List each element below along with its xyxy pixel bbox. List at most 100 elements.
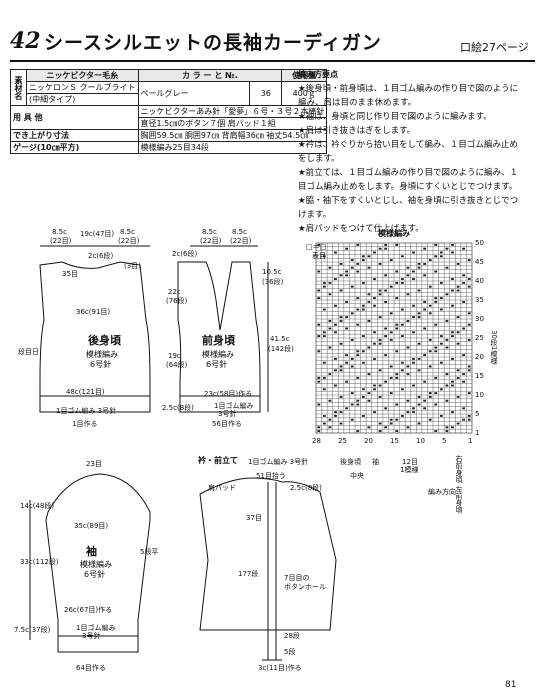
back-top-mid: 19c(47目) (80, 230, 115, 238)
collar-rib: 1目ゴム編み 3号針 (248, 458, 309, 466)
chart-stitch-mark (395, 350, 399, 353)
back-rows: 段目日 (18, 348, 39, 356)
chart-stitch-mark (412, 361, 415, 364)
back-cast: 1目作る (72, 420, 98, 428)
chart-stitch-mark (334, 369, 337, 372)
chart-stitch-mark (322, 308, 326, 311)
chart-stitch-mark (439, 388, 443, 391)
sleeve-width-26: 26c(67目)作る (64, 606, 113, 614)
chart-stitch-mark (412, 411, 415, 414)
chart-stitch-mark (395, 243, 399, 246)
chart-stitch-mark (367, 399, 371, 402)
chart-stitch-mark (434, 270, 438, 273)
chart-stitch-mark (356, 350, 360, 353)
chart-stitch-mark (395, 403, 399, 406)
chart-stitch-mark (423, 300, 427, 303)
collar-height: 2.5c(8段) (290, 484, 322, 492)
chart-stitch-mark (434, 346, 438, 349)
chart-stitch-mark (378, 289, 382, 292)
chart-label-sleeve: 袖 (372, 458, 379, 466)
chart-stitch-mark (389, 312, 393, 315)
chart-label-repeat: 編み方向 (428, 488, 456, 496)
chart-col-label: 25 (338, 437, 347, 445)
chart-stitch-mark (412, 304, 415, 307)
chart-stitch-mark (389, 365, 393, 368)
chart-stitch-mark (417, 422, 421, 425)
chart-stitch-mark (445, 426, 449, 429)
chart-row-label: 5 (475, 410, 480, 418)
chart-stitch-mark (334, 323, 337, 326)
chart-stitch-mark (361, 255, 365, 258)
chart-stitch-mark (361, 259, 365, 262)
front-neck: 2c(6段) (172, 250, 198, 258)
method-item: ★脇・袖下をすくいとじし、袖を身頃に引き抜きとじでつけます。 (298, 196, 519, 220)
chart-stitch-mark (406, 319, 410, 322)
chart-stitch-mark (328, 418, 332, 421)
chart-stitch-mark (467, 418, 471, 421)
chart-label-center: 中央 (350, 472, 364, 480)
chart-stitch-mark (400, 278, 404, 281)
chart-stitch-mark (378, 342, 382, 345)
chart-stitch-mark (373, 278, 376, 281)
chart-stitch-mark (317, 376, 321, 379)
collar-button-holes: 7目目の (284, 574, 310, 582)
chart-stitch-mark (328, 346, 332, 349)
chart-stitch-mark (400, 281, 404, 284)
chart-stitch-mark (423, 407, 427, 410)
chart-stitch-mark (356, 376, 360, 379)
chart-stitch-mark (439, 342, 443, 345)
chart-stitch-mark (339, 365, 343, 368)
chart-stitch-mark (361, 281, 365, 284)
method-title: 編み方要点 (298, 70, 338, 79)
chart-stitch-mark (445, 338, 449, 341)
chart-stitch-mark (339, 395, 343, 398)
front-side1: 10.5c (262, 268, 282, 276)
chart-stitch-mark (406, 426, 410, 429)
chart-stitch-mark (367, 300, 371, 303)
collar-title: 衿・前立て (198, 456, 238, 465)
chart-stitch-mark (462, 300, 466, 303)
chart-stitch-mark (423, 354, 427, 357)
chart-stitch-mark (462, 380, 466, 383)
chart-stitch-mark (317, 403, 321, 406)
chart-stitch-mark (412, 251, 415, 254)
chart-row-label: 15 (475, 372, 484, 380)
chart-stitch-mark (339, 342, 343, 345)
back-rib: 1目ゴム編み 3号針 (56, 407, 117, 415)
chart-stitch-mark (395, 270, 399, 273)
chart-stitch-mark (395, 373, 399, 376)
chart-stitch-mark (434, 255, 438, 258)
chart-stitch-mark (339, 316, 343, 319)
chart-stitch-mark (373, 411, 376, 414)
chart-stitch-mark (339, 422, 343, 425)
chart-stitch-mark (412, 357, 415, 360)
chart-stitch-mark (428, 285, 432, 288)
chart-stitch-mark (445, 346, 449, 349)
chart-stitch-mark (434, 392, 438, 395)
chart-stitch-mark (423, 274, 427, 277)
chart-stitch-mark (384, 300, 388, 303)
chart-stitch-mark (317, 426, 321, 429)
chart-stitch-mark (428, 418, 432, 421)
sleeve-rib-needle: 3号針 (82, 632, 101, 640)
chart-label-back: 後身頃 (340, 458, 361, 466)
chart-stitch-mark (439, 361, 443, 364)
method-item: ★衿は、衿ぐりから拾い目をして編み、１目ゴム編み止めをします。 (298, 140, 518, 164)
front-needle: 6号針 (206, 360, 228, 369)
chart-stitch-mark (361, 350, 365, 353)
chart-stitch-mark (445, 373, 449, 376)
chart-stitch-mark (317, 380, 321, 383)
chart-stitch-mark (322, 376, 326, 379)
back-armhole: 35目 (62, 270, 78, 278)
chart-stitch-mark (467, 278, 471, 281)
front-body-outline (177, 261, 261, 413)
sleeve-inc: 5段平 (140, 548, 159, 556)
chart-stitch-mark (451, 335, 454, 338)
chart-stitch-mark (367, 373, 371, 376)
chart-stitch-mark (428, 312, 432, 315)
chart-legend-2: 表目 (312, 252, 326, 260)
collar-band-rows: 28段 (284, 632, 300, 640)
chart-stitch-mark (322, 422, 326, 425)
chart-stitch-mark (417, 266, 421, 269)
